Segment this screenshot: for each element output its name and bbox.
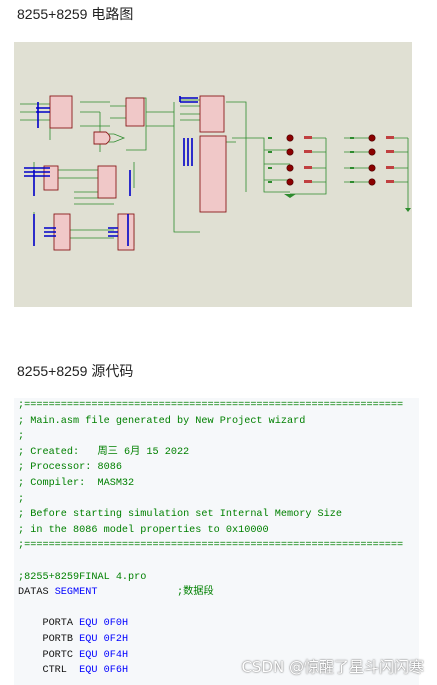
code-line: ;8255+8259FINAL 4.pro bbox=[18, 571, 147, 583]
code-line-equ: PORTA EQU 0F0H bbox=[18, 618, 129, 630]
code-block: ;=======================================… bbox=[14, 398, 419, 685]
code-line: ; Before starting simulation set Interna… bbox=[18, 509, 343, 521]
code-line: ; bbox=[18, 431, 25, 443]
source-code-heading: 8255+8259 源代码 bbox=[17, 363, 134, 379]
code-line: ;=======================================… bbox=[18, 400, 404, 411]
code-line: ;=======================================… bbox=[18, 540, 404, 552]
circuit-heading: 8255+8259 电路图 bbox=[17, 6, 134, 22]
code-line-equ: CTRL EQU 0F6H bbox=[18, 665, 129, 677]
code-line-equ: PORTC EQU 0F4H bbox=[18, 649, 129, 661]
code-line: ; Processor: 8086 bbox=[18, 462, 122, 474]
code-line: ; bbox=[18, 493, 25, 505]
code-line: ; in the 8086 model properties to 0x1000… bbox=[18, 524, 269, 536]
code-line-equ: PORTB EQU 0F2H bbox=[18, 634, 129, 645]
code-line: ; Main.asm file generated by New Project… bbox=[18, 415, 306, 427]
code-line-segment: DATAS SEGMENT ;数据段 bbox=[18, 587, 214, 599]
code-line: ; Created: 周三 6月 15 2022 bbox=[18, 446, 190, 458]
schematic-drawing bbox=[20, 95, 411, 251]
code-line: ; Compiler: MASM32 bbox=[18, 478, 135, 489]
circuit-schematic-image bbox=[14, 42, 412, 307]
watermark: CSDN @惊醒了星斗闪闪寒 bbox=[241, 658, 424, 676]
